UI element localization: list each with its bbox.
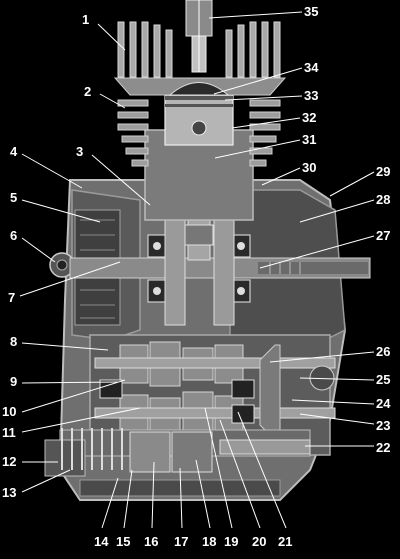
label-3: 3	[76, 144, 83, 159]
label-6: 6	[10, 228, 17, 243]
label-8: 8	[10, 334, 17, 349]
label-25: 25	[376, 372, 390, 387]
label-2: 2	[84, 84, 91, 99]
label-10: 10	[2, 404, 16, 419]
label-5: 5	[10, 190, 17, 205]
label-22: 22	[376, 440, 390, 455]
callout-labels: 1 2 3 4 5 6 7 8 9 10 11 12 13 14 15 16 1…	[2, 4, 391, 549]
label-21: 21	[278, 534, 292, 549]
label-15: 15	[116, 534, 130, 549]
label-1: 1	[82, 12, 89, 27]
label-30: 30	[302, 160, 316, 175]
label-34: 34	[304, 60, 319, 75]
label-19: 19	[224, 534, 238, 549]
label-20: 20	[252, 534, 266, 549]
label-28: 28	[376, 192, 390, 207]
label-27: 27	[376, 228, 390, 243]
label-13: 13	[2, 485, 16, 500]
label-26: 26	[376, 344, 390, 359]
label-7: 7	[8, 290, 15, 305]
label-35: 35	[304, 4, 318, 19]
label-24: 24	[376, 396, 391, 411]
label-32: 32	[302, 110, 316, 125]
engine-drawing	[44, 0, 371, 501]
label-9: 9	[10, 374, 17, 389]
label-18: 18	[202, 534, 216, 549]
label-12: 12	[2, 454, 16, 469]
label-11: 11	[2, 425, 16, 440]
label-29: 29	[376, 164, 390, 179]
label-16: 16	[144, 534, 158, 549]
label-4: 4	[10, 144, 18, 159]
label-17: 17	[174, 534, 188, 549]
leader-lines	[19, 11, 375, 529]
label-33: 33	[304, 88, 318, 103]
label-23: 23	[376, 418, 390, 433]
label-31: 31	[302, 132, 316, 147]
label-14: 14	[94, 534, 109, 549]
